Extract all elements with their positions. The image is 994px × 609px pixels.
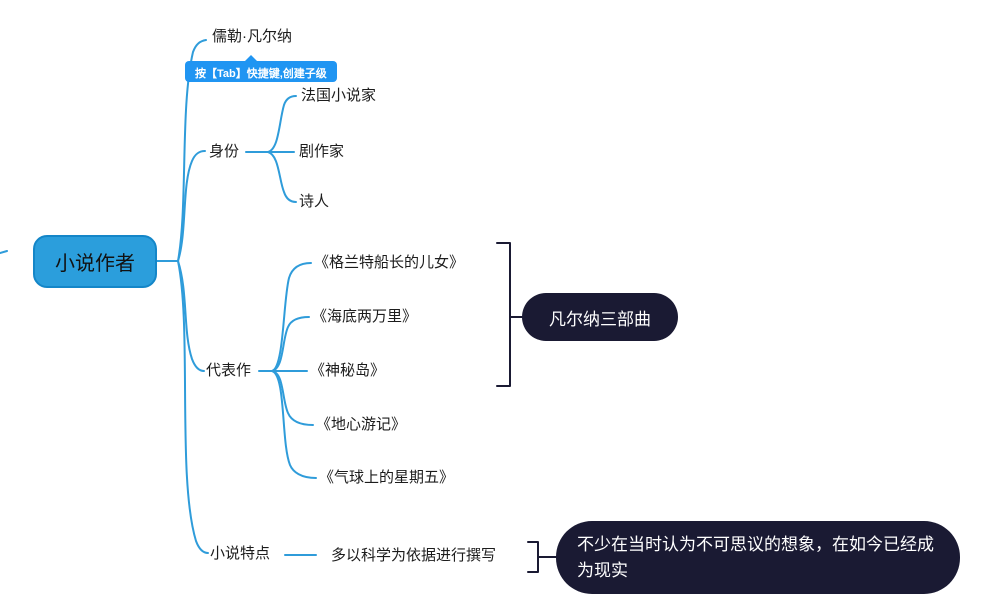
tooltip-text: 按【Tab】快捷键,创建子级 — [195, 68, 327, 80]
summary-reality-label: 不少在当时认为不可思议的想象，在如今已经成为现实 — [577, 534, 934, 580]
topic-works[interactable]: 代表作 — [206, 362, 252, 379]
blue-branch-curves — [0, 39, 317, 556]
works-to-w2 — [271, 316, 310, 372]
works-to-w5 — [271, 370, 317, 479]
topic-french-novelist[interactable]: 法国小说家 — [301, 87, 377, 104]
topic-features[interactable]: 小说特点 — [210, 545, 271, 562]
summary-brackets — [496, 242, 557, 573]
branch-author — [177, 39, 207, 262]
topic-work-journey[interactable]: 《地心游记》 — [316, 416, 407, 433]
identity-to-poet — [267, 151, 297, 203]
summary-trilogy-pill[interactable]: 凡尔纳三部曲 — [522, 293, 678, 341]
summary-reality-pill[interactable]: 不少在当时认为不可思议的想象，在如今已经成为现实 — [556, 521, 960, 594]
edge-dash — [0, 250, 8, 254]
topic-work-leagues[interactable]: 《海底两万里》 — [312, 308, 418, 325]
topic-feature-science[interactable]: 多以科学为依据进行撰写 — [331, 547, 497, 564]
trilogy-bracket — [496, 242, 511, 387]
tooltip-arrow-up-icon — [244, 55, 258, 62]
identity-to-novelist — [267, 95, 297, 153]
works-to-w4 — [271, 370, 314, 426]
branch-works — [177, 260, 205, 372]
summary-trilogy-label: 凡尔纳三部曲 — [549, 309, 651, 329]
topic-work-island[interactable]: 《神秘岛》 — [310, 362, 386, 379]
tab-hint-tooltip: 按【Tab】快捷键,创建子级 — [185, 55, 337, 82]
feature-bracket — [527, 541, 539, 573]
topic-poet[interactable]: 诗人 — [299, 193, 330, 210]
topic-identity[interactable]: 身份 — [209, 143, 240, 160]
works-to-w1 — [271, 262, 312, 372]
topic-work-balloon[interactable]: 《气球上的星期五》 — [319, 469, 455, 486]
root-node[interactable]: 小说作者 — [33, 235, 157, 288]
root-node-label: 小说作者 — [55, 253, 135, 275]
topic-work-grant[interactable]: 《格兰特船长的儿女》 — [314, 254, 465, 271]
branch-features — [177, 260, 209, 554]
topic-jules-verne[interactable]: 儒勒·凡尔纳 — [212, 28, 292, 45]
branch-identity — [177, 150, 206, 262]
topic-playwright[interactable]: 剧作家 — [299, 143, 345, 160]
